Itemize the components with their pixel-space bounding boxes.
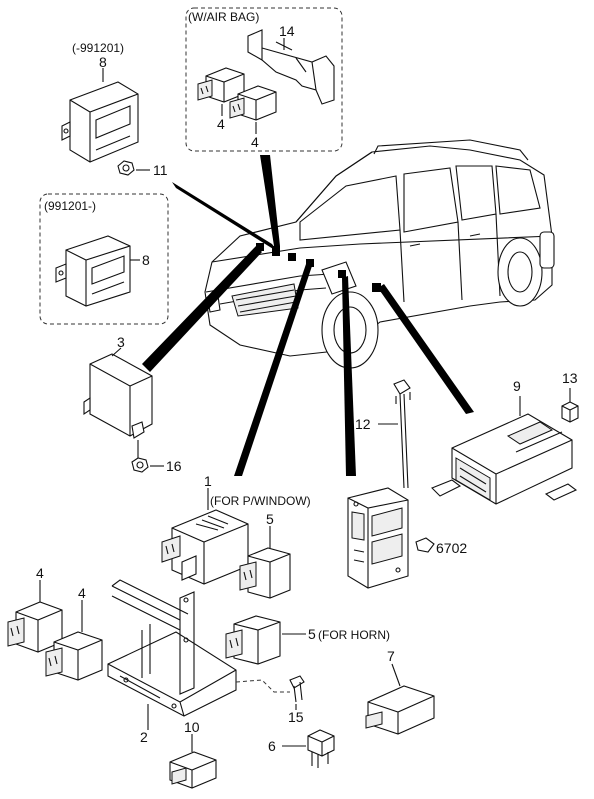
- leader-wedge-6702: [342, 276, 356, 476]
- control-unit-8-upper: [61, 81, 139, 163]
- nut-13: [561, 401, 579, 423]
- module-3: [83, 353, 153, 439]
- callout-3: 3: [117, 334, 125, 350]
- callout-9: 9: [513, 378, 521, 394]
- callout-5-upper: 5: [266, 511, 274, 527]
- callout-8-upper: 8: [99, 54, 107, 70]
- leader-wedge-3: [142, 246, 262, 372]
- relay-4-lower-a: [7, 601, 63, 653]
- relay-4-lower-b: [45, 631, 103, 681]
- control-unit-8-lower: [55, 235, 131, 307]
- after-date-option-box: [39, 193, 169, 325]
- relay-4-airbag-b: [229, 85, 277, 121]
- leader-7: [391, 663, 401, 687]
- callout-12: 12: [355, 416, 371, 432]
- callout-4-lower-a: 4: [36, 565, 44, 581]
- nut-16: [131, 457, 149, 473]
- bracket-14: [247, 29, 335, 105]
- cable-tie-12: [393, 379, 411, 489]
- callout-6: 6: [268, 738, 276, 754]
- relay-5-upper: [239, 547, 291, 599]
- leader-wedge-8: [172, 182, 278, 252]
- relay-4-airbag-a: [197, 67, 245, 103]
- leader-wedge-airbag: [260, 155, 280, 246]
- callout-14: 14: [279, 23, 295, 39]
- callout-2: 2: [140, 729, 148, 745]
- clip-6702: [415, 537, 435, 553]
- p-window-note: (FOR P/WINDOW): [210, 494, 311, 508]
- callout-13: 13: [562, 370, 578, 386]
- before-date-note: (-991201): [72, 41, 124, 55]
- airbag-note: (W/AIR BAG): [188, 10, 259, 24]
- callout-4-airbag-a: 4: [217, 116, 225, 132]
- bolt-path-15: [235, 679, 290, 693]
- relay-1-power-window: [161, 509, 249, 585]
- relay-6: [307, 729, 335, 768]
- relay-5-horn: [225, 615, 281, 665]
- airbag-control-unit-9: [431, 413, 578, 505]
- callout-5-horn: 5: [308, 626, 316, 642]
- nut-11: [117, 160, 135, 176]
- callout-8-lower: 8: [142, 252, 150, 268]
- callout-15: 15: [288, 709, 304, 725]
- callout-6702: 6702: [436, 540, 467, 556]
- airbag-option-box: [185, 7, 343, 152]
- relay-10: [169, 751, 217, 789]
- relay-7: [365, 685, 435, 735]
- junction-block-6702: [347, 487, 409, 589]
- callout-1: 1: [204, 473, 212, 489]
- leader-wedge-9: [378, 284, 474, 414]
- leader-3: [111, 347, 122, 357]
- relay-bracket-2: [107, 579, 237, 717]
- horn-note: (FOR HORN): [318, 628, 390, 642]
- callout-4-airbag-b: 4: [251, 134, 259, 150]
- callout-16: 16: [166, 458, 182, 474]
- callout-7: 7: [387, 648, 395, 664]
- after-date-note: (991201-): [44, 199, 96, 213]
- bolt-15: [289, 675, 305, 703]
- callout-11: 11: [153, 162, 168, 178]
- leader-wedge-1: [234, 264, 312, 476]
- callout-4-lower-b: 4: [78, 585, 86, 601]
- callout-10: 10: [184, 719, 200, 735]
